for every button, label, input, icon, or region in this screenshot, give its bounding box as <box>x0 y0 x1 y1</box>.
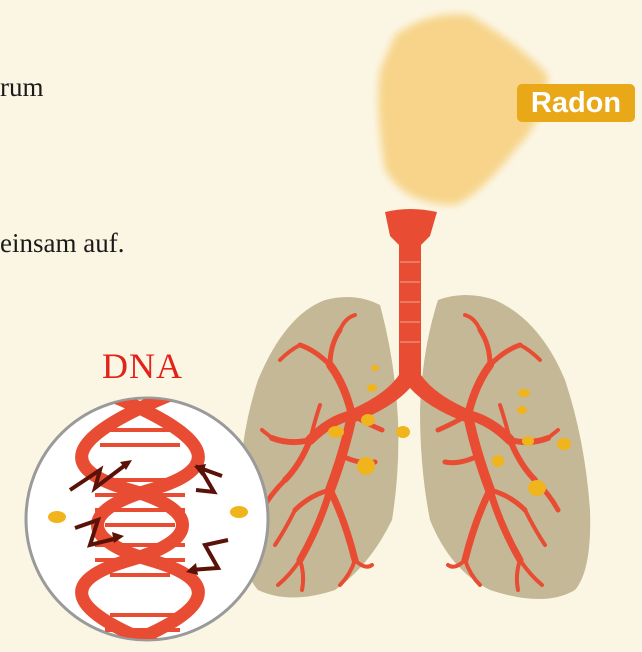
lungs-icon <box>238 209 590 599</box>
dna-magnifier <box>26 395 268 650</box>
radon-label: Radon <box>517 84 635 122</box>
dna-label: DNA <box>102 345 183 387</box>
